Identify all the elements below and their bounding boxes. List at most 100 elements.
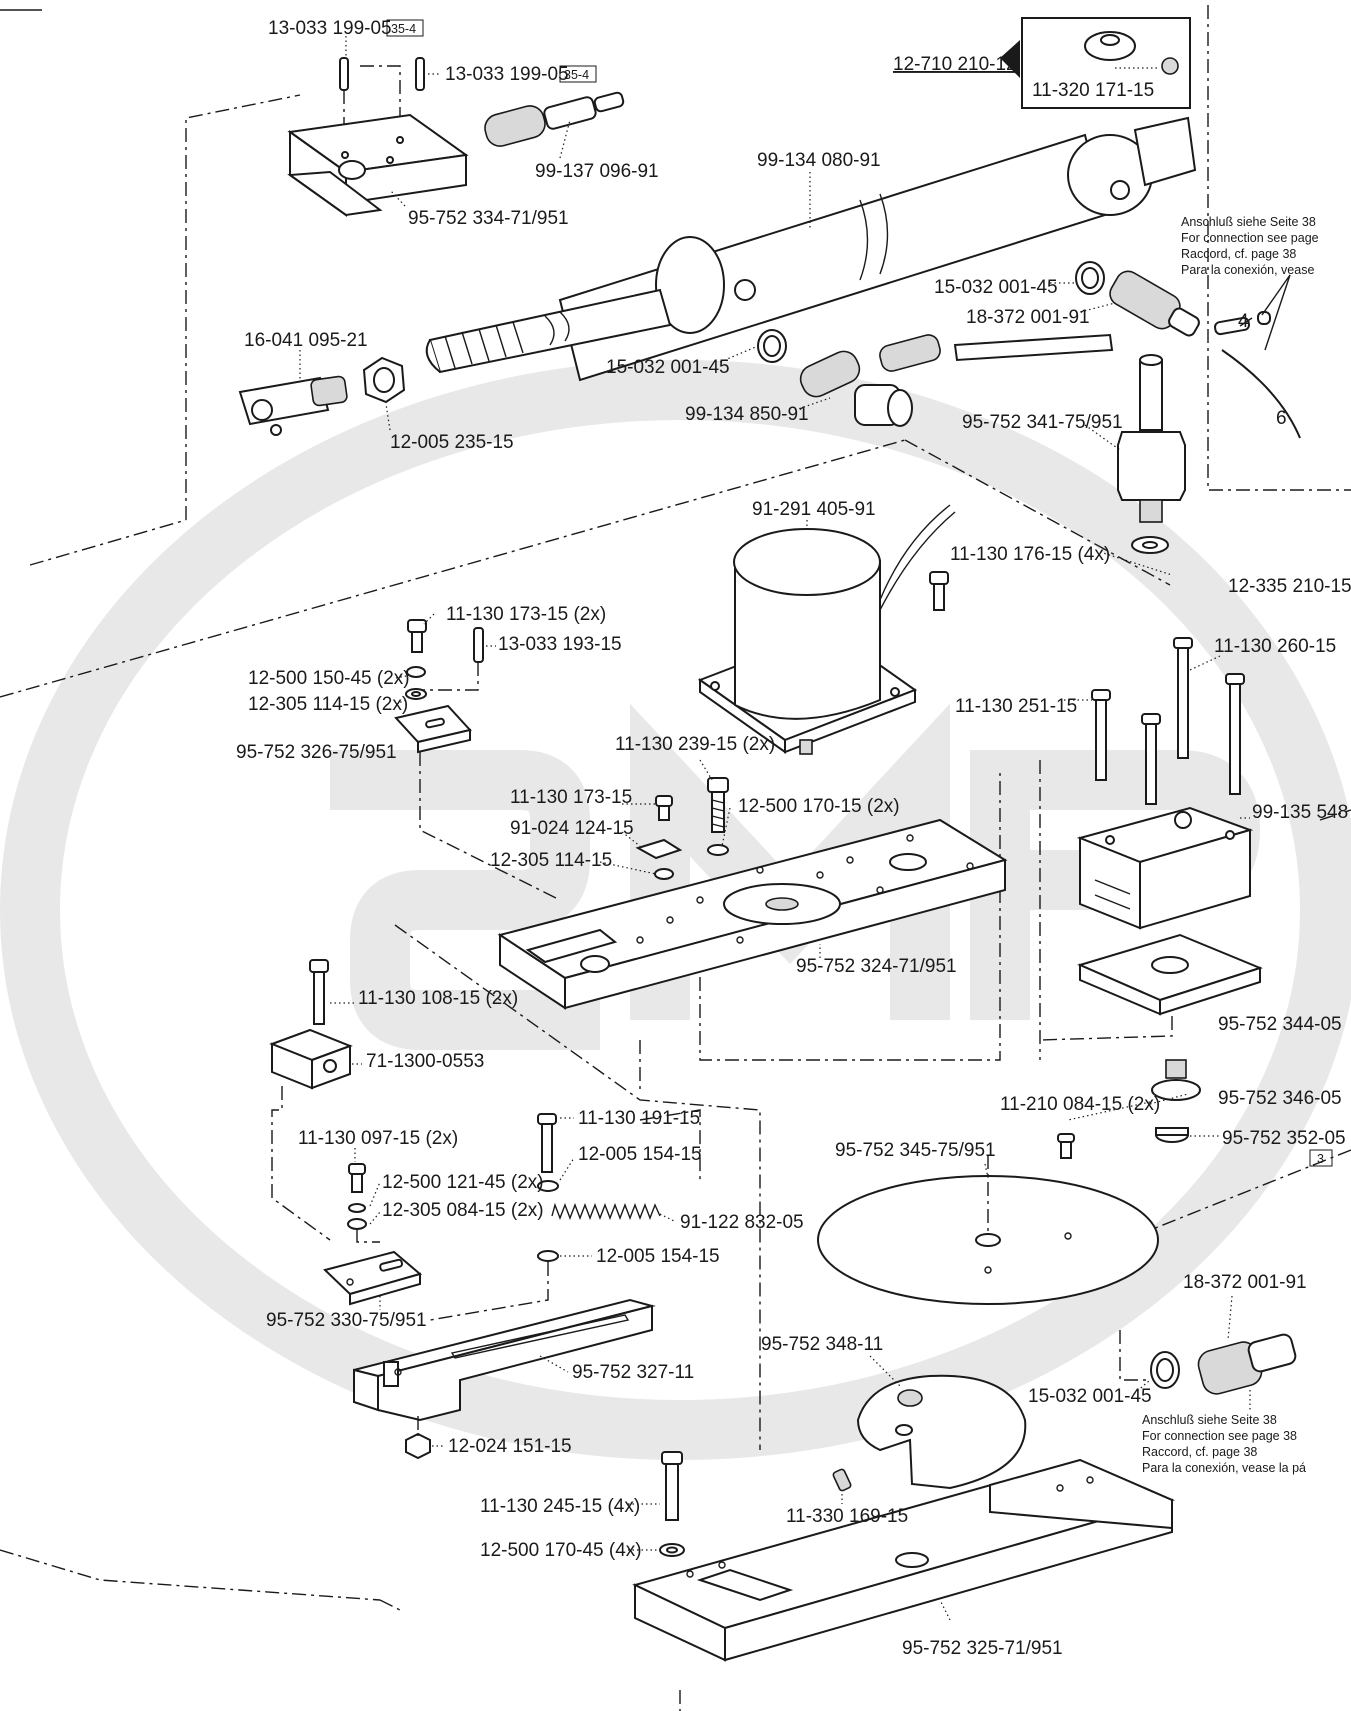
label-11-130-173-15: 11-130 173-15 [510, 787, 632, 808]
label-11-320-171-15: 11-320 171-15 [1032, 80, 1154, 101]
seal-ring-fitting [1075, 261, 1105, 295]
washer-154-upper [537, 1180, 559, 1192]
standoff-341 [1117, 354, 1186, 523]
cam-348 [856, 1374, 1027, 1490]
screw-097 [348, 1163, 366, 1193]
label-11-130-251-15: 11-130 251-15 [955, 696, 1077, 717]
block-71-1300 [269, 1028, 353, 1090]
label-15-032-001-45-top: 15-032 001-45 [934, 277, 1058, 298]
label-11-210-084-15: 11-210 084-15 (2x) [1000, 1094, 1160, 1115]
screw-260b [1225, 673, 1245, 795]
fitting-18-372-lower [1197, 1333, 1297, 1410]
spring-832 [551, 1202, 661, 1220]
label-12-500-121-45: 12-500 121-45 (2x) [382, 1172, 544, 1193]
note-top-line-1: Anschluß siehe Seite 38 [1181, 215, 1316, 229]
assembly-outline-lines [0, 5, 1351, 1711]
label-95-752-324-71: 95-752 324-71/951 [796, 956, 957, 977]
label-11-130-108-15: 11-130 108-15 (2x) [358, 988, 518, 1009]
note-top-line-4: Para la conexión, vease [1181, 263, 1314, 277]
label-12-335-210-15: 12-335 210-15 [1228, 576, 1351, 597]
base-325 [632, 1458, 1175, 1662]
piston-rod [425, 288, 672, 374]
clevis-095 [238, 375, 348, 436]
screw-173 [655, 795, 673, 821]
cap-352 [1155, 1127, 1189, 1143]
label-13-033-199-05-b: 13-033 199-05 [445, 64, 569, 85]
connection-note-top: Anschluß siehe Seite 38 For connection s… [1181, 215, 1319, 277]
label-99-135-548: 99-135 548 [1252, 802, 1348, 823]
label-71-1300-0553: 71-1300-0553 [366, 1051, 484, 1072]
label-95-752-346-05: 95-752 346-05 [1218, 1088, 1342, 1109]
pin-193 [473, 627, 484, 663]
washer-150 [406, 666, 426, 678]
elbow-fitting-850 [799, 334, 941, 427]
seal-ring-lower [1150, 1351, 1180, 1389]
label-12-305-114-15: 12-305 114-15 [490, 850, 612, 871]
screw-108 [309, 959, 329, 1025]
set-screw-169 [832, 1468, 852, 1492]
bracket-334 [287, 113, 469, 217]
plate-330 [323, 1250, 423, 1306]
part-labels: 13-033 199-05 13-033 199-05 12-710 210-1… [236, 18, 1351, 1659]
note-bottom-line-4: Para la conexión, vease la pá [1142, 1461, 1306, 1475]
label-95-752-326-75: 95-752 326-75/951 [236, 742, 397, 763]
clamp-024 [635, 838, 683, 860]
label-99-137-096-91: 99-137 096-91 [535, 161, 659, 182]
nut-235 [362, 356, 406, 404]
washer-170-4x [659, 1543, 685, 1557]
tube-segment [953, 333, 1114, 362]
label-11-130-191-15: 11-130 191-15 [578, 1108, 700, 1129]
pneumatic-cylinder [558, 116, 1197, 382]
label-95-752-330-75: 95-752 330-75/951 [266, 1310, 427, 1331]
label-95-752-325-71: 95-752 325-71/951 [902, 1638, 1063, 1659]
valve-block-99-135 [1076, 806, 1254, 930]
slide-327 [353, 1298, 656, 1422]
label-12-005-235-15: 12-005 235-15 [390, 432, 514, 453]
label-12-005-154-15-lower: 12-005 154-15 [596, 1246, 720, 1267]
label-11-130-245-15: 11-130 245-15 (4x) [480, 1496, 640, 1517]
label-12-710-210-12: 12-710 210-12 [893, 54, 1017, 75]
screw-239-2x [707, 777, 729, 833]
plate-326 [394, 704, 472, 754]
leader-lines [299, 36, 1291, 1621]
knob-346 [1151, 1059, 1201, 1101]
label-95-752-341-75: 95-752 341-75/951 [962, 412, 1123, 433]
label-95-752-334-71: 95-752 334-71/951 [408, 208, 569, 229]
ref-35-4-a: 35-4 [391, 22, 416, 36]
label-12-005-154-15-upper: 12-005 154-15 [578, 1144, 702, 1165]
label-11-130-097-15: 11-130 097-15 (2x) [298, 1128, 458, 1149]
inset-box [1000, 17, 1191, 109]
label-11-130-176-15: 11-130 176-15 (4x) [950, 544, 1110, 565]
label-16-041-095-21: 16-041 095-21 [244, 330, 368, 351]
screw-176 [929, 571, 949, 611]
label-18-372-001-91: 18-372 001-91 [966, 307, 1090, 328]
washer-084 [347, 1218, 367, 1230]
label-11-130-239-15: 11-130 239-15 (2x) [615, 734, 775, 755]
label-91-122-832-05: 91-122 832-05 [680, 1212, 804, 1233]
label-15-032-001-45-mid: 15-032 001-45 [606, 357, 730, 378]
note-bottom-line-2: For connection see page 38 [1142, 1429, 1297, 1443]
label-13-033-193-15: 13-033 193-15 [498, 634, 622, 655]
screw-245 [661, 1451, 683, 1521]
screw-084 [1057, 1133, 1075, 1159]
connection-note-bottom: Anschluß siehe Seite 38 For connection s… [1142, 1413, 1306, 1475]
label-12-500-170-15: 12-500 170-15 (2x) [738, 796, 900, 817]
label-11-130-173-15-2x: 11-130 173-15 (2x) [446, 604, 606, 625]
pin-left [339, 57, 349, 91]
label-12-500-150-45: 12-500 150-45 (2x) [248, 668, 410, 689]
plate-344 [1077, 933, 1263, 1016]
label-11-330-169-15: 11-330 169-15 [786, 1506, 908, 1527]
label-95-752-352-05: 95-752 352-05 [1222, 1128, 1346, 1149]
seal-ring-upper [757, 329, 787, 363]
hose-pieces [1214, 311, 1301, 439]
motor-91-291 [697, 504, 956, 755]
washer-114-single [654, 868, 674, 880]
screw-173-2x [407, 619, 427, 653]
ref-35-4-b: 35-4 [564, 68, 589, 82]
screw-260 [1173, 637, 1193, 759]
label-95-752-327-11: 95-752 327-11 [572, 1362, 694, 1383]
washer-114 [405, 688, 427, 700]
label-13-033-199-05-a: 13-033 199-05 [268, 18, 392, 39]
label-12-500-170-45: 12-500 170-45 (4x) [480, 1540, 642, 1561]
